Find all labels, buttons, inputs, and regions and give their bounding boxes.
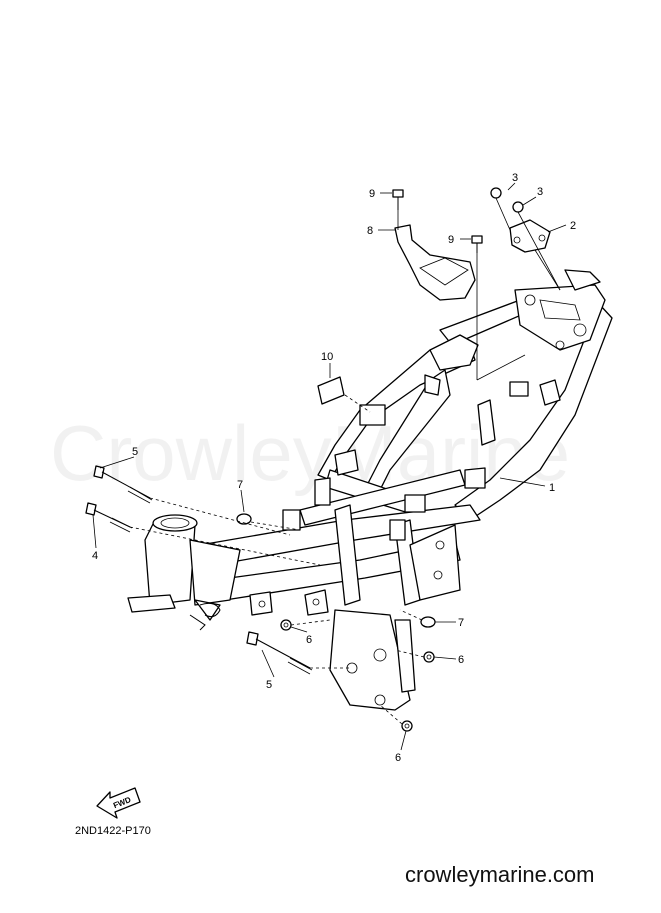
callout-1: 1 [549, 482, 555, 494]
bolt-4 [85, 502, 133, 533]
bolt-9-upper [392, 189, 404, 210]
label-10 [317, 376, 345, 405]
nut-6-c [401, 720, 413, 732]
nut-6-a [280, 619, 292, 631]
callout-9-lower: 9 [448, 234, 454, 246]
callouts: 1 2 3 3 4 5 5 6 6 6 7 7 8 9 9 10 [92, 172, 576, 764]
callout-3-a: 3 [512, 172, 518, 184]
callout-8: 8 [367, 225, 373, 237]
main-frame [127, 269, 613, 711]
leader-lines [92, 182, 567, 751]
callout-5-upper: 5 [132, 446, 138, 458]
bracket-8 [394, 224, 476, 301]
callout-7-lower: 7 [458, 617, 464, 629]
callout-6-b: 6 [458, 654, 464, 666]
bolt-9-lower [471, 235, 483, 253]
callout-3-b: 3 [537, 186, 543, 198]
bolt-5-upper [93, 465, 153, 504]
grommet-7-upper [236, 513, 252, 525]
nut-6-b [423, 651, 435, 663]
callout-7-upper: 7 [237, 479, 243, 491]
bolt-5-lower [246, 631, 313, 675]
callout-10: 10 [321, 351, 333, 363]
fwd-arrow-icon: FWD [96, 787, 141, 819]
nut-3-a [490, 187, 502, 199]
callout-2: 2 [570, 220, 576, 232]
callout-4: 4 [92, 550, 98, 562]
bracket-2 [509, 219, 551, 253]
diagram-code: 2ND1422-P170 [75, 825, 151, 837]
callout-6-a: 6 [306, 634, 312, 646]
callout-5-lower: 5 [266, 679, 272, 691]
nut-3-b [512, 201, 524, 213]
site-url: crowleymarine.com [405, 862, 595, 887]
grommet-7-lower [420, 616, 436, 628]
callout-6-c: 6 [395, 752, 401, 764]
callout-9-upper: 9 [369, 188, 375, 200]
